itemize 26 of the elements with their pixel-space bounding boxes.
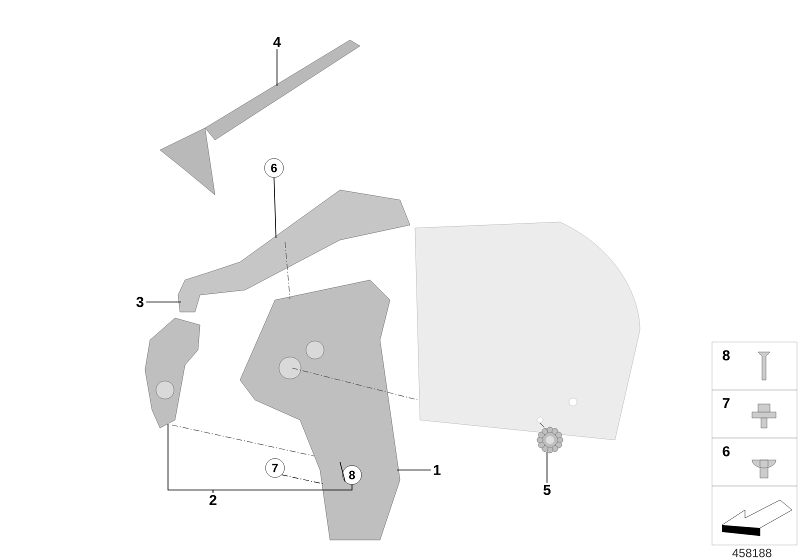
assembly-line — [540, 422, 548, 432]
callout-number: 2 — [210, 494, 216, 505]
leader-line — [340, 462, 346, 482]
table-cell: 6 — [712, 438, 798, 486]
assembly-line — [284, 242, 290, 300]
leader-line — [276, 48, 278, 86]
table-cell: 7 — [712, 390, 798, 438]
callout-number: 7 — [265, 458, 285, 478]
table-cell: 8 — [712, 342, 798, 390]
guide-rail-drawing — [178, 190, 410, 312]
window-glass-drawing — [414, 222, 640, 440]
figure-number: 458188 — [732, 548, 772, 558]
assembly-line — [172, 424, 314, 456]
callout-number: 4 — [273, 37, 281, 47]
assembly-line — [282, 474, 324, 484]
callout-number: 3 — [136, 296, 144, 308]
window-motor-drawing — [144, 318, 200, 428]
leader-line — [546, 452, 548, 484]
window-regulator-drawing — [240, 280, 400, 540]
assembly-line — [292, 368, 418, 400]
drive-gear-drawing — [536, 426, 564, 454]
callout-number: 1 — [434, 465, 441, 475]
callout-number: 5 — [543, 484, 551, 495]
leader-line — [212, 484, 352, 494]
leader-line — [274, 177, 276, 238]
leader-line — [168, 424, 214, 494]
